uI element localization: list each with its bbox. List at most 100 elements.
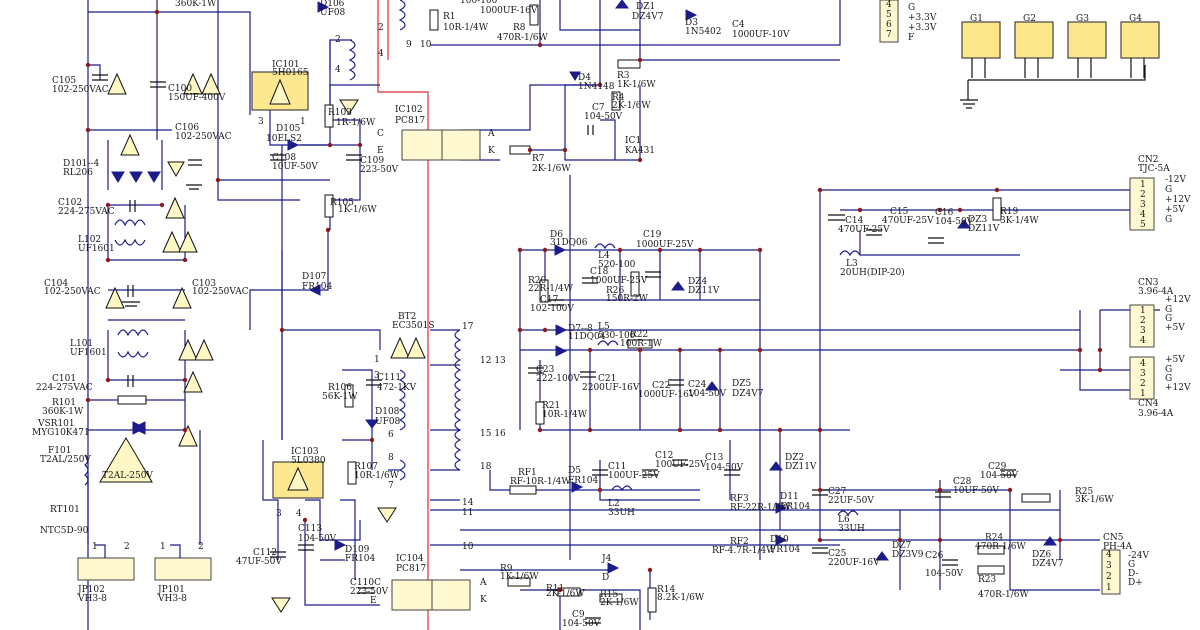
- label-r11: R11: [546, 584, 564, 594]
- label-cn5p2: 2: [1106, 572, 1112, 582]
- label-ic101v: 5H0165: [272, 68, 309, 78]
- label-cn2c: +12V: [1165, 195, 1191, 205]
- label-c12: C12: [655, 451, 673, 461]
- label-t6: 6: [388, 430, 394, 440]
- label-n17: 17: [462, 322, 474, 332]
- label-n1213: 12 13: [480, 356, 506, 366]
- label-d105v: 10ELS2: [266, 134, 302, 144]
- label-cn4d: +12V: [1165, 383, 1191, 393]
- label-d3: D3: [685, 18, 698, 28]
- label-c18: C18: [590, 267, 609, 277]
- label-cn4p3: 3: [1140, 369, 1146, 379]
- connector-cn4: [1129, 356, 1155, 400]
- label-c4: C4: [732, 20, 745, 30]
- label-c11v: 100UF-25V: [608, 471, 660, 481]
- label-t8: 8: [388, 453, 394, 463]
- label-cn2p4: 4: [1140, 210, 1146, 220]
- label-cn4c: G: [1165, 374, 1172, 384]
- label-jp101v: VH3-8: [157, 594, 187, 604]
- label-r19v: 3K-1/4W: [1000, 216, 1039, 226]
- connectors: [77, 0, 1155, 595]
- label-c17: C17: [540, 295, 559, 305]
- label-d11: D11: [780, 492, 799, 502]
- label-ic103v: 5L0380: [291, 456, 326, 466]
- label-cn2: CN2: [1138, 155, 1159, 165]
- label-dz5v: DZ4V7: [732, 389, 764, 399]
- label-r3: R3: [617, 71, 630, 81]
- label-r106: R106: [328, 383, 352, 393]
- label-cn5b: G: [1128, 560, 1135, 570]
- label-p3: 3: [886, 0, 892, 2]
- label-rt101v: NTC5D-90: [40, 526, 89, 536]
- label-ic104: IC104: [396, 554, 424, 564]
- label-pd2: D: [602, 573, 609, 583]
- label-s33b: +3.3V: [908, 23, 937, 33]
- label-c16: C16: [935, 208, 954, 218]
- label-ic101: IC101: [272, 60, 300, 70]
- label-l6v: 33UH: [838, 524, 865, 534]
- label-c111: C111: [377, 373, 401, 383]
- label-c17v: 102-100V: [530, 304, 574, 314]
- label-c22v: 1000UF-16V: [638, 390, 696, 400]
- label-r9v: 1K-1/6W: [500, 572, 539, 582]
- warning-triangle-icon: [194, 338, 214, 361]
- label-pin1a: 1: [300, 117, 306, 127]
- secondary-wiring: [430, 0, 1160, 630]
- label-r106v: 56K-1W: [322, 392, 358, 402]
- label-t4b: 4: [378, 49, 384, 59]
- label-c26v: 104-50V: [925, 569, 964, 579]
- label-r105: R105: [330, 198, 354, 208]
- warning-triangle-icon: [183, 72, 203, 95]
- label-rt101: RT101: [50, 505, 80, 515]
- label-pin3b: 3: [276, 509, 282, 519]
- label-r26: R26: [606, 286, 625, 296]
- label-pa2: A: [479, 578, 487, 588]
- label-sf: F: [908, 33, 914, 43]
- label-dz3v: DZ11V: [968, 224, 1000, 234]
- label-d5v: FR104: [568, 476, 598, 486]
- label-c103: C103: [192, 279, 216, 289]
- label-c7: C7: [592, 103, 605, 113]
- label-r103: R103: [328, 108, 352, 118]
- label-n11: 11: [462, 508, 473, 518]
- label-c12v: 100UF-25V: [655, 460, 707, 470]
- label-pk: K: [488, 146, 495, 156]
- label-c16v: 104-50V: [935, 217, 974, 227]
- warning-triangle-icon: [162, 230, 182, 253]
- label-d5: D5: [568, 466, 581, 476]
- label-cn5p3: 3: [1106, 561, 1112, 571]
- safety-marks: [99, 72, 426, 483]
- label-c26: C26: [925, 551, 944, 561]
- label-pa: A: [487, 129, 495, 139]
- label-r21: R21: [542, 401, 560, 411]
- warning-triangle-icon: [178, 338, 198, 361]
- label-vsr101v: MYG10K471: [32, 428, 90, 438]
- diodes: [111, 0, 1057, 574]
- label-l3: L3: [846, 259, 858, 269]
- label-l101v: UF1601: [70, 348, 107, 358]
- label-uf08-b: UF08: [375, 417, 401, 427]
- ic-blocks: [251, 21, 1160, 611]
- label-c102: C102: [58, 198, 82, 208]
- label-dz7v: DZ3V9: [892, 550, 924, 560]
- label-r11v: 2K-1/6W: [546, 589, 585, 599]
- label-c9: C9: [572, 610, 585, 620]
- label-r3v: 1K-1/6W: [617, 80, 656, 90]
- label-n10: 10: [462, 542, 474, 552]
- label-dz3: DZ3: [968, 215, 987, 225]
- label-cn4v: 3.96-4A: [1138, 409, 1174, 419]
- label-cn5v: PH-4A: [1103, 542, 1133, 552]
- label-cn3c: G: [1165, 314, 1172, 324]
- label-p7: 7: [886, 30, 892, 40]
- label-cn3p3: 3: [1140, 326, 1146, 336]
- label-l4v: 520-100: [598, 260, 636, 270]
- label-cn3b: G: [1165, 305, 1172, 315]
- label-cn3v: 3.96-4A: [1138, 287, 1174, 297]
- warning-triangle-icon: [165, 196, 185, 219]
- label-d78v: 11DQ04: [568, 332, 606, 342]
- label-r107v: 10R-1/6W: [354, 471, 400, 481]
- label-r8: R8: [513, 23, 526, 33]
- label-c13v: 104-50V: [705, 463, 744, 473]
- label-d11v: FR104: [780, 502, 810, 512]
- label-cn5p1: 1: [1106, 583, 1112, 593]
